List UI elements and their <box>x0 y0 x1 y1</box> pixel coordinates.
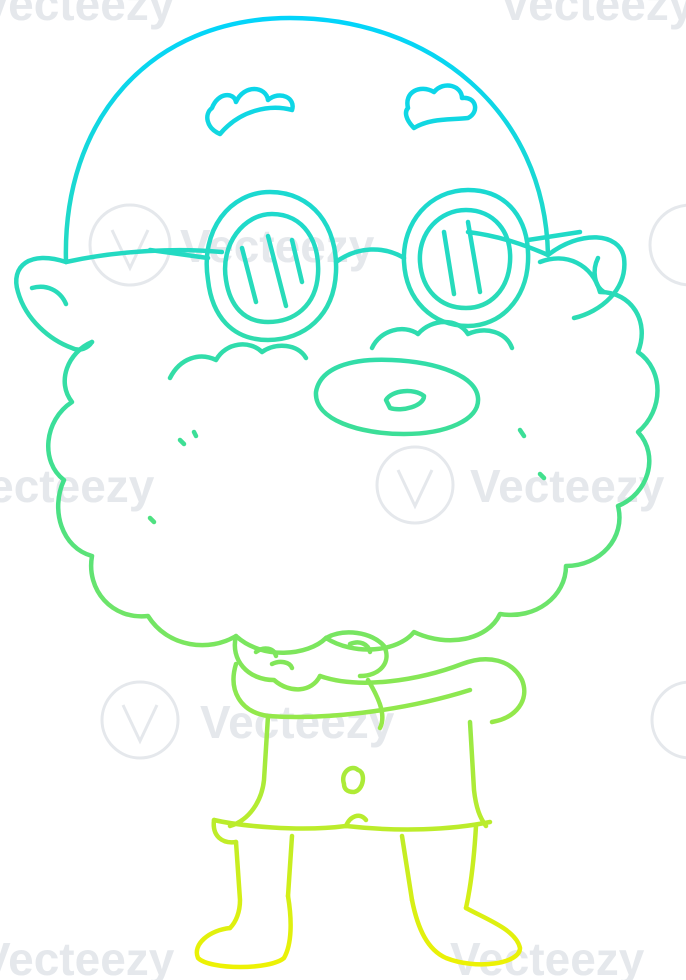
shirt-hem <box>211 817 493 832</box>
beard-outline <box>46 256 660 655</box>
arm-upper <box>317 657 527 725</box>
arm-crease <box>365 677 385 731</box>
arm-left-fist <box>232 633 323 692</box>
mustache-left <box>167 342 309 381</box>
vecteezy-v-icon <box>88 203 172 287</box>
watermark-bottom: Vecteezy Vecteezy <box>0 933 645 980</box>
watermark-text: Vecteezy <box>470 460 665 512</box>
nose <box>313 357 481 437</box>
right-foot <box>409 897 523 967</box>
watermark-text: Vecteezy <box>450 933 645 980</box>
glasses-left-glare <box>265 233 289 309</box>
glasses-arm-right <box>525 229 583 243</box>
beard-detail <box>147 515 157 525</box>
nostril <box>383 388 427 412</box>
beard-detail <box>537 471 547 481</box>
glasses-left-lens <box>204 189 339 343</box>
glasses-left-glare <box>289 237 305 285</box>
glasses-left-glare <box>239 245 259 305</box>
watermark-text: Vecteezy <box>200 696 395 748</box>
watermark-text: Vecteezy <box>0 0 175 30</box>
glasses-right-lens <box>401 187 531 329</box>
head-band <box>465 229 551 258</box>
watermark-middle: Vecteezy Vecteezy Vecteezy Vecteezy <box>0 203 686 760</box>
vecteezy-v-icon <box>648 203 686 287</box>
glasses-right-lens-inner <box>417 207 513 311</box>
head-outline <box>63 15 551 265</box>
left-leg <box>227 839 243 931</box>
vecteezy-v-icon <box>375 445 455 525</box>
arm-lower <box>231 661 473 720</box>
left-ear-inner <box>29 284 69 307</box>
glasses-right-glare <box>465 219 483 295</box>
vecteezy-v-icon <box>121 704 159 745</box>
vecteezy-v-icon <box>396 469 434 510</box>
right-leg <box>463 823 479 911</box>
shirt-bottom <box>211 817 239 845</box>
arm-left-fist-knuckles <box>253 646 279 659</box>
left-leg-inner <box>285 833 295 899</box>
watermark-text: Vecteezy <box>0 933 175 980</box>
shirt-fold <box>343 813 369 829</box>
vecteezy-v-icon <box>100 680 180 760</box>
left-eyebrow <box>205 86 295 137</box>
torso-right <box>467 719 489 829</box>
left-foot <box>194 893 293 970</box>
right-leg-inner <box>399 833 415 903</box>
watermark-top: Vecteezy Vecteezy <box>0 0 686 30</box>
right-eyebrow <box>403 83 478 131</box>
mustache-right <box>369 319 515 351</box>
glasses-left-lens-inner <box>222 211 321 325</box>
sunglasses <box>147 187 583 343</box>
beard-detail <box>191 429 199 439</box>
vecteezy-v-icon <box>110 229 150 272</box>
beard-detail <box>517 427 527 439</box>
right-ear <box>545 235 627 321</box>
arm-right-fist-knuckles <box>347 640 373 655</box>
left-ear <box>14 255 95 352</box>
arm-left-fist-knuckles <box>269 659 295 671</box>
glasses-bridge <box>333 247 407 265</box>
glasses-arm-left <box>147 247 211 261</box>
belly-button <box>340 765 366 795</box>
arm-right-fist <box>323 630 389 679</box>
crossed-arms <box>231 630 527 731</box>
vecteezy-v-icon <box>650 680 686 760</box>
watermark-text: Vecteezy <box>0 460 155 512</box>
watermark-text: Vecteezy <box>500 0 686 30</box>
glasses-right-glare <box>441 229 457 297</box>
man-drawing <box>14 15 660 970</box>
beard-detail <box>177 437 187 447</box>
